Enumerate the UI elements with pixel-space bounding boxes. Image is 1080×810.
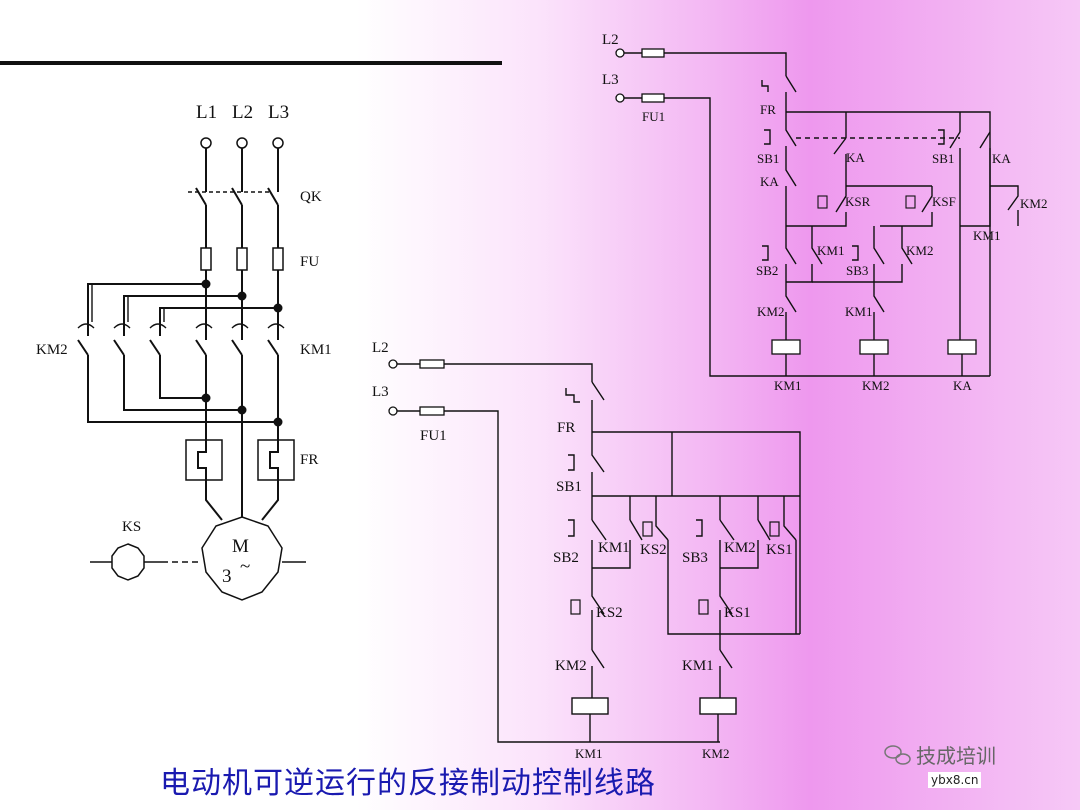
ca-ks1-nc-label: KS1 bbox=[724, 605, 751, 621]
ca-ks2-label: KS2 bbox=[640, 542, 667, 558]
km1-label: KM1 bbox=[300, 342, 332, 358]
page-title: 电动机可逆运行的反接制动控制线路 bbox=[160, 766, 656, 801]
power-circuit: L1 L2 L3 QK FU KM2 KM1 bbox=[36, 102, 332, 601]
watermark-name: 技成培训 bbox=[916, 744, 996, 768]
terminal-l3 bbox=[272, 137, 284, 149]
ca-coil-km2-label: KM2 bbox=[702, 746, 729, 761]
phase-l3-label: L3 bbox=[268, 102, 289, 123]
cb-fu1-label: FU1 bbox=[642, 109, 665, 124]
cb-coil-km1-label: KM1 bbox=[774, 378, 801, 393]
ca-ks1-label: KS1 bbox=[766, 542, 793, 558]
motor bbox=[201, 516, 283, 601]
terminal-l1 bbox=[200, 137, 212, 149]
qk-label: QK bbox=[300, 189, 322, 205]
cb-coil-km2 bbox=[859, 339, 889, 355]
control-circuit-b: L2 L3 FU1 FR SB1 KA KA SB1 KA KM2 KM1 KS… bbox=[602, 32, 1047, 393]
cb-km2-label: KM2 bbox=[906, 243, 933, 258]
cb-ksf-label: KSF bbox=[932, 194, 956, 209]
ca-km2-nc-label: KM2 bbox=[555, 658, 587, 674]
km2-contacts bbox=[77, 339, 161, 356]
ca-coil-km2 bbox=[699, 697, 737, 715]
cb-ka-right-label: KA bbox=[992, 151, 1011, 166]
fr-label: FR bbox=[300, 452, 318, 468]
control-circuit-a: L2 L3 FU1 FR SB1 SB2 KM1 KS2 SB3 KM2 KS1 bbox=[372, 340, 801, 761]
ca-fu1-label: FU1 bbox=[420, 428, 447, 444]
cb-coil-ka-label: KA bbox=[953, 378, 972, 393]
phase-l1-label: L1 bbox=[196, 102, 217, 123]
cb-l2-label: L2 bbox=[602, 32, 619, 48]
cb-ka-label: KA bbox=[846, 150, 865, 165]
qk-switch bbox=[195, 187, 279, 206]
ca-km2-label: KM2 bbox=[724, 540, 756, 556]
ca-fr-label: FR bbox=[557, 420, 575, 436]
km2-label: KM2 bbox=[36, 342, 68, 358]
cb-sb1-right-label: SB1 bbox=[932, 151, 954, 166]
terminal-l2 bbox=[236, 137, 248, 149]
cb-sb3-label: SB3 bbox=[846, 263, 868, 278]
cb-l3-label: L3 bbox=[602, 72, 619, 88]
ca-km1-label: KM1 bbox=[598, 540, 630, 556]
cb-sb2-label: SB2 bbox=[756, 263, 778, 278]
fuse-1 bbox=[200, 247, 212, 271]
cb-km1-nc-label: KM1 bbox=[845, 304, 872, 319]
ca-sb1-button bbox=[568, 432, 605, 496]
cb-sb1-label: SB1 bbox=[757, 151, 779, 166]
fr-element-1 bbox=[185, 439, 223, 481]
cb-coil-km1 bbox=[771, 339, 801, 355]
ca-sb2-label: SB2 bbox=[553, 550, 579, 566]
cb-ka-nc-label: KA bbox=[760, 174, 779, 189]
ca-l3-label: L3 bbox=[372, 384, 389, 400]
ca-sb1-label: SB1 bbox=[556, 479, 582, 495]
ca-ks2-nc-label: KS2 bbox=[596, 605, 623, 621]
ks-sensor bbox=[111, 543, 145, 581]
ks-label: KS bbox=[122, 519, 141, 535]
cb-km1-label: KM1 bbox=[817, 243, 844, 258]
cb-coil-ka bbox=[947, 339, 977, 355]
fuse-2 bbox=[236, 247, 248, 271]
fuse-3 bbox=[272, 247, 284, 271]
motor-tilde-label: ~ bbox=[240, 556, 250, 577]
cb-km1-right-label: KM1 bbox=[973, 228, 1000, 243]
cb-coil-km2-label: KM2 bbox=[862, 378, 889, 393]
motor-m-label: M bbox=[232, 536, 249, 557]
fu-label: FU bbox=[300, 254, 319, 270]
km1-contacts bbox=[195, 339, 279, 356]
cb-km2-right-label: KM2 bbox=[1020, 196, 1047, 211]
ca-km1-nc-label: KM1 bbox=[682, 658, 714, 674]
wechat-logo bbox=[884, 745, 911, 765]
phase-l2-label: L2 bbox=[232, 102, 253, 123]
ca-l2-label: L2 bbox=[372, 340, 389, 356]
motor-3-label: 3 bbox=[222, 566, 232, 587]
cb-ksr-label: KSR bbox=[845, 194, 871, 209]
cb-fr-label: FR bbox=[760, 102, 776, 117]
fr-element-2 bbox=[257, 439, 295, 481]
cb-km2-nc-label: KM2 bbox=[757, 304, 784, 319]
watermark-url: ybx8.cn bbox=[928, 772, 982, 788]
ca-coil-km1 bbox=[571, 697, 609, 715]
ca-sb3-label: SB3 bbox=[682, 550, 708, 566]
ca-coil-km1-label: KM1 bbox=[575, 746, 602, 761]
